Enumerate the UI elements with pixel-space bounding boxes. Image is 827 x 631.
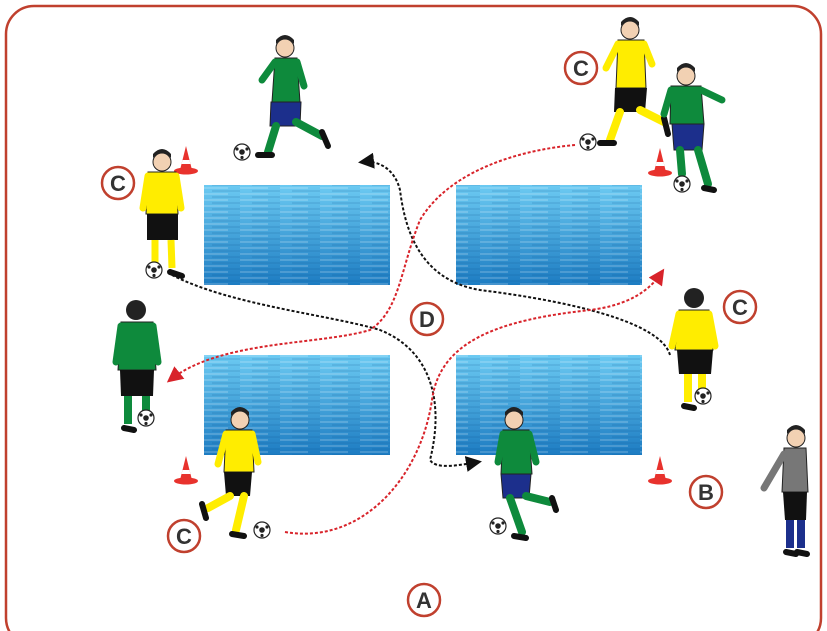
- label-c-right: C: [722, 289, 758, 325]
- coach: [760, 425, 810, 557]
- player-yellow-bottom-left: [199, 407, 262, 539]
- ball-top-left: [145, 261, 163, 279]
- player-green-left: [112, 300, 162, 433]
- label-d-center: D: [409, 301, 445, 337]
- svg-text:A: A: [416, 588, 432, 613]
- ball-bottom-right: [489, 517, 507, 535]
- dribble-path-black-1: [171, 274, 482, 472]
- svg-text:B: B: [698, 480, 714, 505]
- label-c-top-left: C: [100, 165, 136, 201]
- ball-right: [694, 387, 712, 405]
- player-green-defender: [660, 63, 726, 193]
- zone-top-left: [204, 185, 390, 285]
- player-yellow-top-right: [597, 17, 671, 146]
- player-green-bottom-right: [494, 407, 559, 541]
- player-yellow-top-left: [139, 149, 185, 279]
- ball-top-right-b: [673, 175, 691, 193]
- player-green-top: [255, 35, 331, 158]
- dribble-path-red-1: [166, 144, 576, 383]
- ball-left: [137, 409, 155, 427]
- svg-text:C: C: [732, 295, 748, 320]
- ball-bottom-left: [253, 521, 271, 539]
- label-c-top-right: C: [563, 50, 599, 86]
- label-c-bottom-left: C: [166, 518, 202, 554]
- ball-top-right-a: [579, 133, 597, 151]
- svg-text:C: C: [573, 56, 589, 81]
- label-a-area: A: [406, 582, 442, 618]
- svg-text:C: C: [176, 524, 192, 549]
- dribble-path-black-2: [358, 152, 671, 356]
- label-b-coach: B: [688, 474, 724, 510]
- dribble-path-red-2: [284, 268, 665, 535]
- zone-top-right: [456, 185, 642, 285]
- zone-bottom-right: [456, 355, 642, 455]
- ball-top-center: [233, 143, 251, 161]
- svg-text:D: D: [419, 307, 435, 332]
- player-yellow-right: [668, 288, 719, 411]
- svg-text:C: C: [110, 171, 126, 196]
